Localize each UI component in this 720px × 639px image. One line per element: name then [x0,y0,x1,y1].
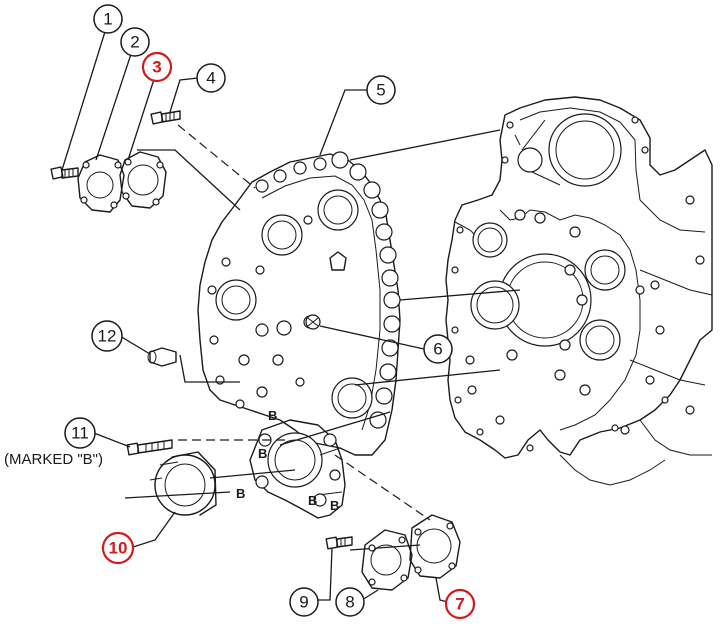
part-7-gasket [409,514,461,579]
callout-5: 5 [366,75,396,105]
callout-8: 8 [335,587,365,617]
callout-12-number: 12 [98,327,117,346]
leader-lines [61,21,456,605]
marked-b-label-3: B [236,486,245,501]
callout-10: 10 [101,531,135,565]
part-3-gasket [119,151,167,209]
callout-12: 12 [91,320,123,352]
callout-3: 3 [141,51,173,83]
marked-b-label-1: B [268,408,277,423]
cover-small-holes [207,215,317,409]
callout-5-number: 5 [376,81,385,100]
callout-9: 9 [289,587,319,617]
part-4-bolt [150,110,181,125]
part-11-bolt [126,439,173,456]
marked-b-label-4: B [308,493,317,508]
engine-block-rim-holes [451,116,669,452]
part-10-seal [149,451,217,516]
callout-9-number: 9 [299,593,308,612]
engine-block-bosses [465,195,705,435]
part-9-bolt [325,536,353,550]
part-8-cover [361,529,413,591]
seal-housing [249,419,346,519]
callout-3-number: 3 [152,58,161,77]
callout-11-number: 11 [71,424,89,443]
callout-6: 6 [423,334,453,364]
engine-block [445,96,713,486]
callout-1-number: 1 [103,10,112,29]
part-1-bolt [50,166,79,180]
callout-4-number: 4 [206,69,215,88]
part-6-studs [305,314,321,330]
callout-7: 7 [444,588,476,620]
marked-b-note: (MARKED "B") [4,451,103,468]
alignment-lines [124,124,521,551]
callout-6-number: 6 [433,340,442,359]
marked-b-label-5: B [330,498,339,513]
marked-b-label-2: B [258,446,267,461]
part-2-cover [77,154,125,213]
cover-edge-lugs [255,151,401,429]
callout-2: 2 [120,27,150,57]
callout-2-number: 2 [130,33,139,52]
callout-1: 1 [93,4,123,34]
callout-8-number: 8 [345,593,354,612]
callout-7-number: 7 [455,595,464,614]
callout-4: 4 [196,63,226,93]
part-12-plug [147,347,177,367]
callout-11: 11 [64,417,96,449]
timing-cover-plate [197,151,401,456]
callout-10-number: 10 [109,539,128,558]
